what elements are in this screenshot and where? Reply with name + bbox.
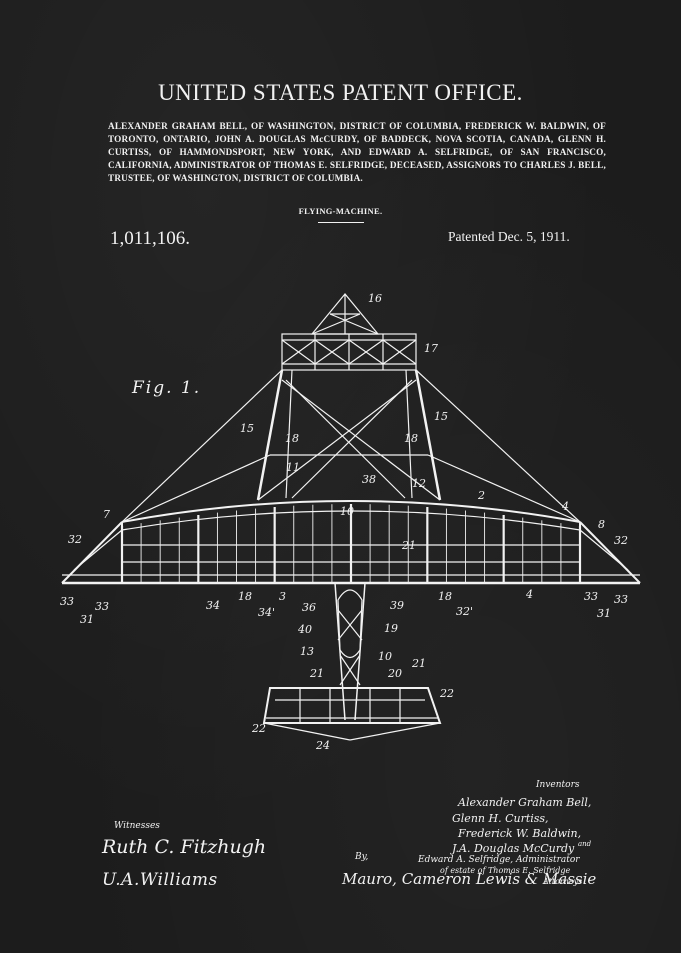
attorneys-label: Attorneys	[543, 877, 583, 886]
reference-numeral: 34'	[258, 606, 275, 619]
flying-machine-drawing: 1617151518181138122478323210213333313418…	[60, 292, 641, 752]
reference-numeral: 20	[387, 667, 402, 680]
reference-numeral: 3	[279, 590, 286, 603]
reference-numeral: 31	[80, 613, 94, 626]
reference-numeral: 4	[561, 500, 569, 513]
reference-numeral: 8	[598, 518, 605, 531]
reference-numeral: 33	[614, 593, 628, 606]
patent-number: 1,011,106.	[110, 228, 191, 249]
reference-numeral: 18	[404, 432, 418, 445]
reference-numeral: 21	[309, 667, 324, 680]
tower-frame	[121, 369, 581, 523]
tail-plane	[262, 687, 442, 741]
figure-label: Fig. 1.	[132, 378, 202, 398]
reference-numeral: 36	[302, 601, 316, 614]
reference-numeral: 2	[477, 489, 485, 502]
patent-date: Patented Dec. 5, 1911.	[448, 229, 570, 244]
reference-numeral: 31	[597, 607, 611, 620]
office-title: UNITED STATES PATENT OFFICE.	[158, 80, 523, 105]
invention-title: FLYING-MACHINE.	[298, 206, 383, 216]
inventor-signature-1: Alexander Graham Bell,	[458, 796, 592, 809]
reference-numeral: 22	[439, 687, 454, 700]
reference-numeral: 21	[411, 657, 426, 670]
reference-numeral: 15	[240, 422, 254, 435]
fuselage	[334, 582, 366, 721]
reference-numeral: 32	[68, 533, 82, 546]
reference-numeral: 38	[362, 473, 376, 486]
inventor-signature-4: J.A. Douglas McCurdy	[452, 842, 575, 855]
reference-numeral: 17	[424, 342, 438, 355]
reference-numeral: 12	[412, 477, 426, 490]
tower-top	[281, 293, 417, 371]
wing-ribs	[120, 504, 582, 583]
reference-numeral: 33	[95, 600, 109, 613]
reference-numeral: 32	[614, 534, 628, 547]
administrator-estate: of estate of Thomas E. Selfridge	[440, 866, 571, 875]
reference-numeral: 18	[438, 590, 452, 603]
reference-numeral: 7	[103, 508, 110, 521]
reference-numeral: 15	[434, 410, 448, 423]
witness-signature-1: Ruth C. Fitzhugh	[102, 836, 267, 858]
reference-numeral: 39	[390, 599, 404, 612]
reference-numeral: 11	[286, 461, 300, 474]
reference-numeral: 4	[525, 588, 533, 601]
reference-numeral: 19	[384, 622, 398, 635]
reference-numeral: 13	[300, 645, 314, 658]
witness-signature-2: U.A.Williams	[102, 870, 218, 890]
reference-numeral: 18	[238, 590, 252, 603]
by-label: By,	[355, 852, 369, 862]
administrator-signature: Edward A. Selfridge, Administrator	[418, 855, 580, 865]
inventors-label: Inventors	[536, 780, 580, 790]
reference-numeral: 18	[285, 432, 299, 445]
witnesses-label: Witnesses	[114, 821, 160, 831]
reference-numeral: 10	[340, 505, 354, 518]
reference-numeral: 24	[315, 739, 330, 752]
title-rule	[318, 222, 364, 223]
reference-numeral: 16	[368, 292, 382, 305]
patentee-paragraph: ALEXANDER GRAHAM BELL, OF WASHINGTON, DI…	[108, 121, 606, 184]
inventor-signature-2: Glenn H. Curtiss,	[452, 812, 549, 825]
reference-numeral: 33	[584, 590, 598, 603]
reference-numeral: 22	[251, 722, 266, 735]
reference-numeral: 40	[297, 623, 312, 636]
reference-numeral: 34	[206, 599, 220, 612]
inventor-signature-3: Frederick W. Baldwin,	[458, 827, 582, 840]
reference-numeral: 33	[60, 595, 74, 608]
and-label: and	[578, 840, 592, 848]
attorneys-signature: Mauro, Cameron Lewis & Massie	[342, 870, 597, 888]
reference-numeral: 10	[378, 650, 392, 663]
reference-numeral: 21	[401, 539, 416, 552]
reference-numeral: 32'	[456, 605, 473, 618]
